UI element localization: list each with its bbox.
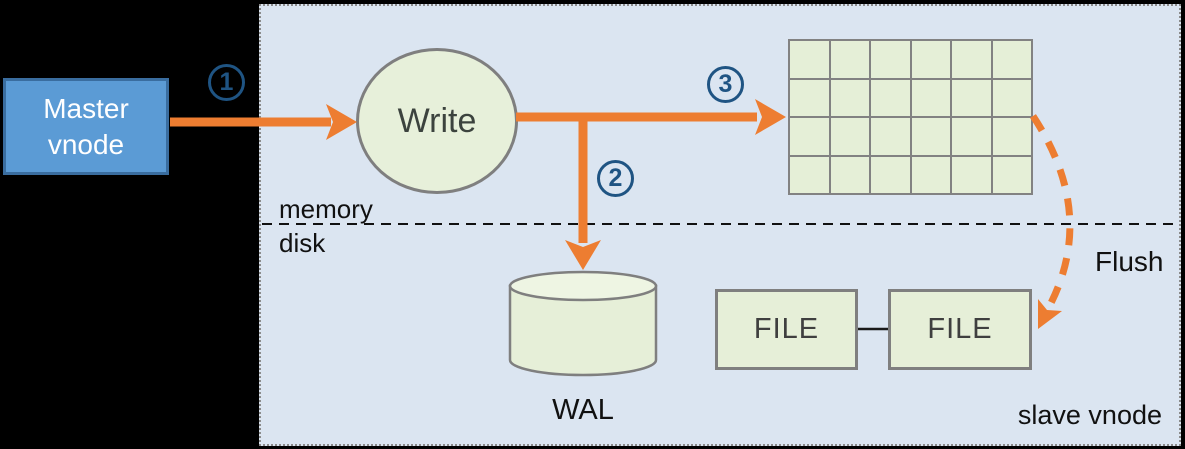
memtable-cell	[871, 156, 910, 193]
memtable-grid	[788, 39, 1033, 195]
memtable-cell	[830, 118, 869, 155]
memtable-cell	[911, 156, 950, 193]
write-node-label: Write	[397, 101, 477, 140]
step-2-badge: 2	[597, 160, 634, 197]
master-vnode-label-line1: Master	[43, 92, 129, 124]
wal-cylinder-icon	[507, 270, 659, 378]
file-node-1-label: FILE	[753, 313, 820, 345]
memory-label: memory	[279, 194, 373, 224]
step-3-badge: 3	[707, 66, 744, 103]
memtable-cell	[790, 79, 829, 116]
flush-label: Flush	[1095, 246, 1164, 277]
memtable-cell	[790, 156, 829, 193]
step-1-badge: 1	[208, 64, 245, 101]
memtable-cell	[952, 156, 991, 193]
master-vnode-node: Master vnode	[3, 78, 169, 175]
memtable-cell	[830, 79, 869, 116]
memtable-cell	[992, 41, 1031, 78]
step-2-number: 2	[608, 164, 623, 192]
disk-label: disk	[279, 228, 326, 258]
file-node-2: FILE	[888, 289, 1032, 370]
wal-label: WAL	[552, 394, 614, 426]
memtable-cell	[871, 79, 910, 116]
memtable-cell	[830, 156, 869, 193]
memtable-cell	[790, 41, 829, 78]
slave-vnode-label: slave vnode	[1017, 400, 1162, 430]
memtable-cell	[830, 41, 869, 78]
memtable-cell	[952, 41, 991, 78]
memtable-cell	[911, 41, 950, 78]
memtable-cell	[992, 156, 1031, 193]
memtable-cell	[952, 79, 991, 116]
memtable-cell	[871, 118, 910, 155]
step-3-number: 3	[718, 70, 733, 98]
memtable-cell	[790, 118, 829, 155]
memtable-cell	[992, 118, 1031, 155]
file-node-1: FILE	[715, 289, 858, 370]
memtable-cell	[992, 79, 1031, 116]
step-1-number: 1	[219, 68, 234, 96]
master-vnode-label-line2: vnode	[47, 128, 125, 160]
memtable-cell	[871, 41, 910, 78]
memtable-cell	[911, 79, 950, 116]
memtable-cell	[952, 118, 991, 155]
file-node-2-label: FILE	[927, 313, 993, 345]
write-node: Write	[356, 48, 518, 194]
memtable-cell	[911, 118, 950, 155]
